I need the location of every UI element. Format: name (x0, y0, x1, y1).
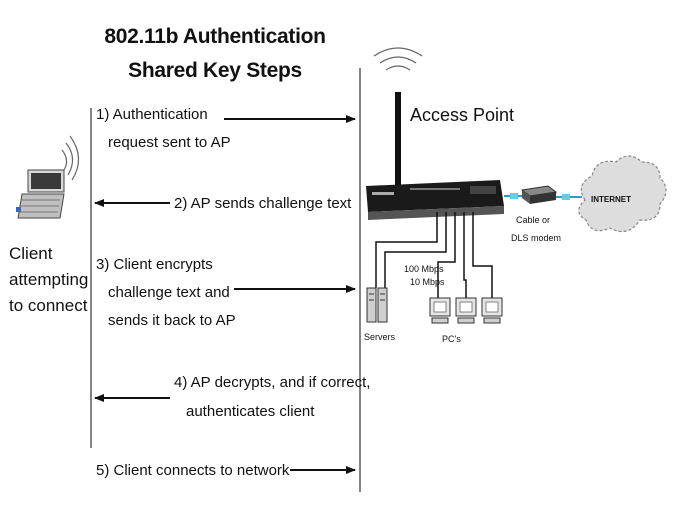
access-point-label: Access Point (410, 105, 515, 125)
client-label-line2: attempting (9, 270, 89, 289)
servers-icon (366, 287, 388, 323)
step-4-line2: authenticates client (186, 403, 315, 420)
modem-icon (520, 185, 558, 204)
speed-100-label: 100 Mbps (404, 264, 444, 274)
modem-label-line1: Cable or (516, 215, 551, 225)
speed-10-label: 10 Mbps (410, 277, 445, 287)
ap-antenna (395, 92, 401, 186)
client-wireless-icon (61, 135, 80, 181)
step-1-line2: request sent to AP (108, 134, 231, 151)
step-5-line1: 5) Client connects to network (96, 462, 290, 479)
client-label-line1: Client (9, 244, 53, 263)
diagram-title-line2: Shared Key Steps (128, 59, 302, 82)
access-point-icon (366, 180, 504, 220)
step-3-line2: challenge text and (108, 284, 230, 301)
laptop-icon (16, 169, 65, 219)
client-label-line3: to connect (9, 296, 88, 315)
step-3-line3: sends it back to AP (108, 312, 236, 329)
step-3-line1: 3) Client encrypts (96, 256, 213, 273)
servers-label: Servers (364, 332, 396, 342)
diagram-title-line1: 802.11b Authentication (104, 25, 326, 48)
pc-icon-3 (481, 297, 503, 324)
internet-label: INTERNET (591, 195, 631, 204)
pc-icon-2 (455, 297, 477, 324)
network-cables (375, 212, 493, 298)
step-1-line1: 1) Authentication (96, 106, 208, 123)
modem-label-line2: DLS modem (511, 233, 562, 243)
pc-icon-1 (429, 297, 451, 324)
step-4-line1: 4) AP decrypts, and if correct, (174, 374, 371, 391)
internet-cloud-icon (578, 155, 667, 233)
pcs-label: PC's (442, 334, 461, 344)
ap-wireless-icon (373, 47, 423, 71)
step-2-line1: 2) AP sends challenge text (174, 195, 352, 212)
